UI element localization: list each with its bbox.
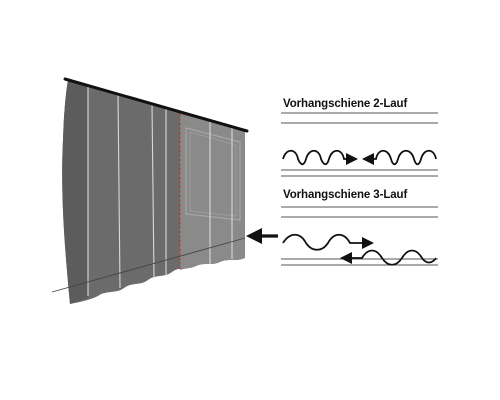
arrow-right-icon-3	[362, 237, 374, 249]
arrow-left-icon	[246, 228, 278, 244]
window-outline	[185, 127, 241, 221]
fold-lines	[87, 86, 233, 296]
three-way-rail-diagram	[281, 206, 438, 266]
curtain-left-fold	[62, 80, 88, 304]
arrow-left-icon-3	[340, 252, 352, 264]
three-way-rail-title: Vorhangschiene 3-Lauf	[283, 189, 408, 201]
curtain	[51, 77, 249, 304]
curtain-overlap-panel	[180, 114, 245, 270]
two-way-rail-diagram	[281, 112, 438, 177]
wave-left	[282, 149, 350, 166]
curtain-rail	[63, 77, 249, 133]
arrow-right-icon	[346, 153, 358, 165]
wave-upper	[282, 233, 362, 251]
floor-line	[51, 237, 246, 293]
two-way-rail-title: Vorhangschiene 2-Lauf	[283, 98, 408, 110]
arrow-left-small-icon	[362, 153, 374, 165]
wave-lower	[352, 249, 437, 266]
wave-right	[370, 149, 437, 166]
